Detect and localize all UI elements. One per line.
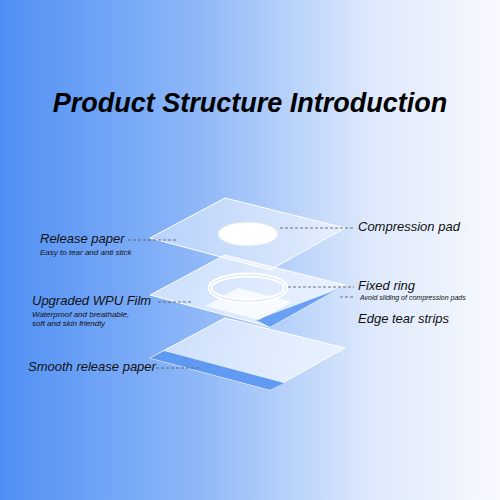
part-name: Compression pad xyxy=(358,220,460,235)
leader-lines xyxy=(128,228,355,368)
part-note: Avoid sliding of compression pads xyxy=(360,294,466,302)
part-name: Edge tear strips xyxy=(358,312,449,327)
part-name: Smooth release paper xyxy=(28,360,156,375)
part-note: Waterproof and breathable, soft and skin… xyxy=(32,310,144,328)
part-name: Upgraded WPU Film xyxy=(32,294,151,309)
page-title: Product Structure Introduction xyxy=(0,88,500,119)
part-name: Release paper xyxy=(40,232,125,247)
middle-sheet xyxy=(150,255,345,327)
part-note: Easy to tear and anti stick xyxy=(40,248,132,257)
top-sheet xyxy=(150,198,345,270)
bottom-sheet xyxy=(150,318,345,390)
part-name: Fixed ring xyxy=(358,279,415,294)
